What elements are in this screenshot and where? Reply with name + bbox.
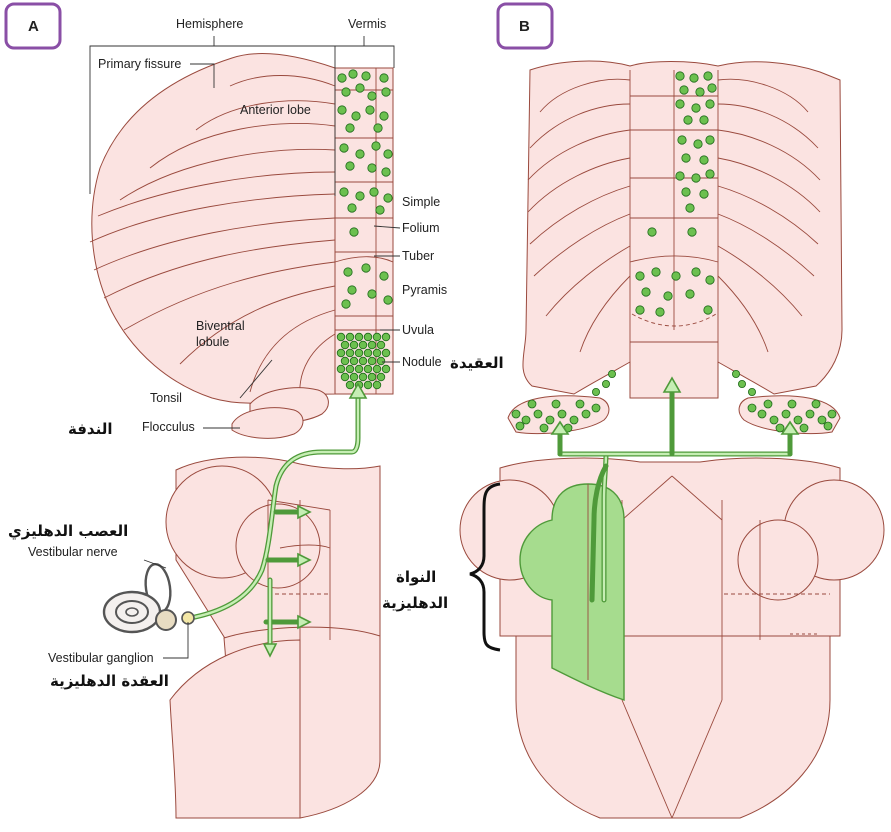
vestibular-ganglion-arabic-label: العقدة الدهليزية [50,672,169,690]
cerebellum-b [523,61,842,398]
nodule-arabic-label: العقيدة [450,354,504,372]
biventral-label-line1: Biventral [196,319,245,333]
vestibular-ganglion-label: Vestibular ganglion [48,651,154,665]
uvula-label: Uvula [402,323,434,337]
vestibular-nerve-arabic-label: العصب الدهليزي [8,522,128,541]
tonsil-label: Tonsil [150,391,182,405]
nodule-dots-a [337,333,390,389]
panel-a-letter: A [28,18,39,35]
folium-label: Folium [402,221,440,235]
brainstem-b [460,458,884,818]
simple-label: Simple [402,195,440,209]
panel-b-letter: B [519,18,530,35]
flocculus-label: Flocculus [142,420,195,434]
nodule-label: Nodule [402,355,442,369]
vestibular-nuclei-arabic-line2: الدهليزية [382,594,448,612]
vermis-label: Vermis [348,17,386,31]
cochlea-vestibule-icon [104,563,194,632]
pyramis-label: Pyramis [402,283,447,297]
hemisphere-label: Hemisphere [176,17,243,31]
vestibular-nerve-label: Vestibular nerve [28,545,118,559]
biventral-label-line2: lobule [196,335,229,349]
flocculus-a [232,408,303,439]
vestibular-nuclei-arabic-line1: النواة [396,568,436,586]
flocculus-arabic-label: الندفة [68,420,112,438]
tuber-label: Tuber [402,249,434,263]
primary-fissure-label: Primary fissure [98,57,181,71]
panel-a: Hemisphere Vermis Primary fissure Anteri… [6,4,504,818]
panel-b: النواة الدهليزية B [382,4,884,818]
anterior-lobe-label: Anterior lobe [240,103,311,117]
